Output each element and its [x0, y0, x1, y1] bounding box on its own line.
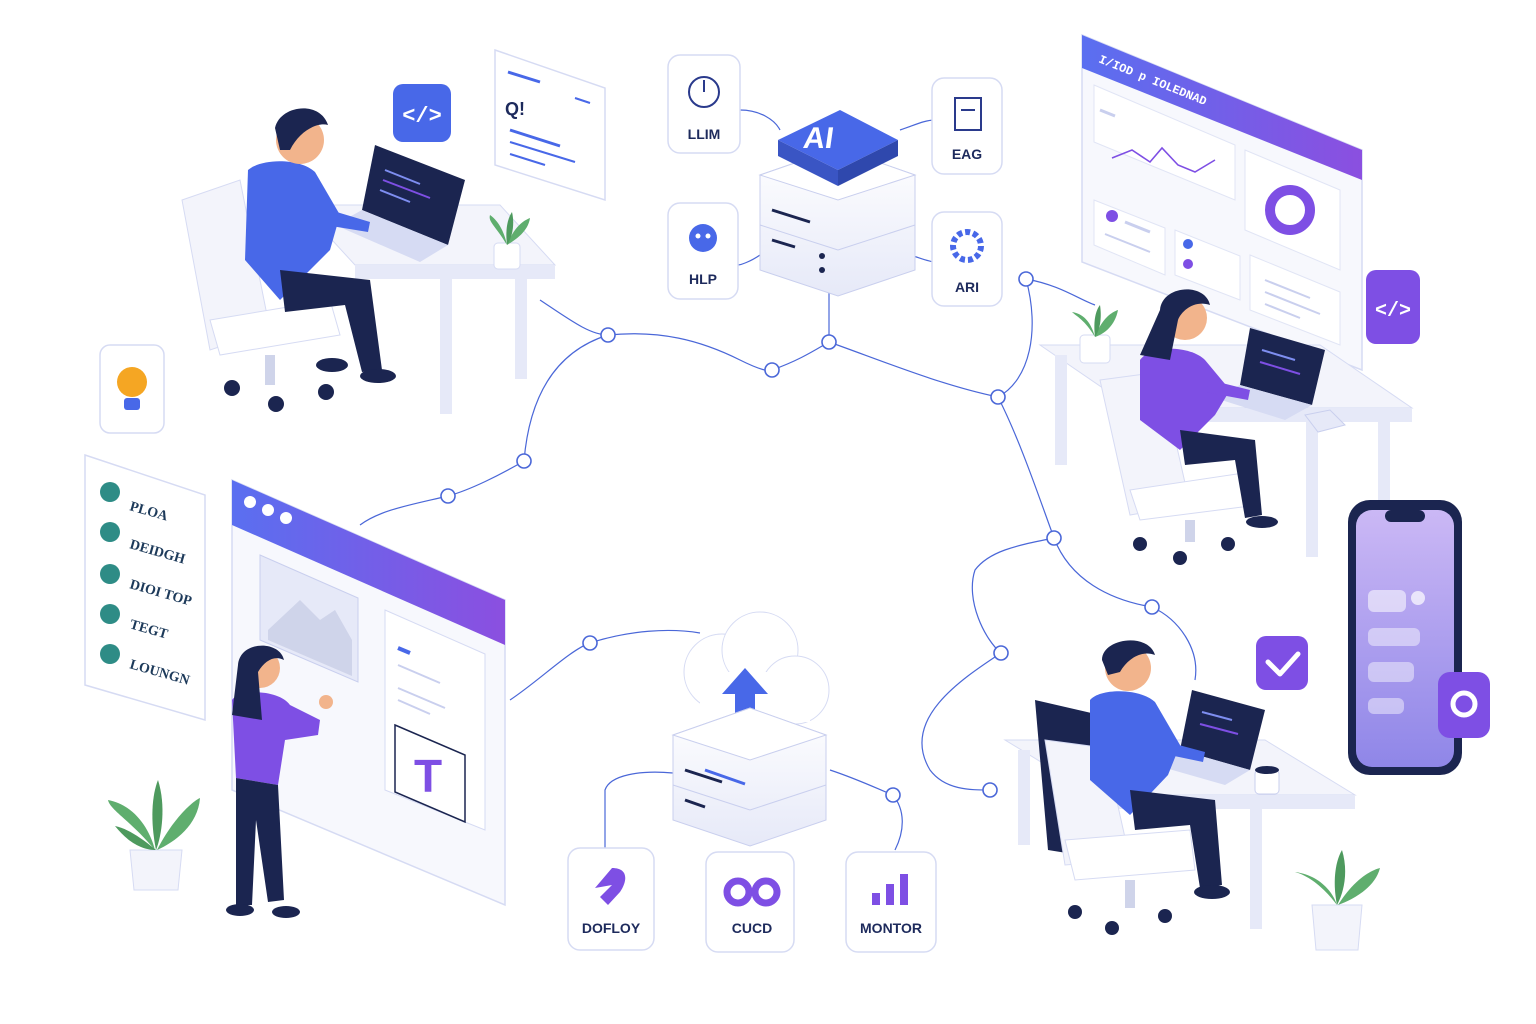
analytics-dashboard: I/IOD p IOLEDNAD </> [1081, 33, 1420, 372]
developer-workstation-right [1038, 289, 1414, 565]
loop-icon [1438, 672, 1490, 738]
step-icon [100, 604, 120, 624]
network-node [821, 334, 837, 350]
bar-chart-icon [872, 874, 908, 905]
design-canvas-window: T [108, 478, 506, 918]
deploy-tool-label: CUCD [732, 920, 772, 936]
network-node [1046, 530, 1062, 546]
code-icon [1366, 270, 1420, 344]
checkmark-icon [1256, 636, 1308, 690]
network-node [1144, 599, 1160, 615]
ai-service-label: EAG [952, 146, 982, 162]
network-node [516, 453, 532, 469]
mobile-app-mockup [1348, 500, 1490, 775]
plant-icon [1072, 305, 1118, 364]
step-icon [100, 482, 120, 502]
window-dot [244, 496, 256, 508]
code-note-card: Q! [494, 48, 606, 202]
plant-icon [108, 780, 200, 891]
step-icon [100, 644, 120, 664]
svg-text:</>: </> [402, 104, 442, 129]
trend-line [1111, 146, 1216, 173]
workflow-list-panel: PLOA DEIDGH DIOI TOP TEGT LOUNGN [84, 453, 206, 721]
ai-service-label: LLIM [688, 126, 721, 142]
text-tool-icon[interactable] [394, 723, 466, 824]
gear-icon [950, 229, 984, 263]
window-dot [280, 512, 292, 524]
plant-icon [489, 212, 530, 270]
network-node [582, 635, 598, 651]
step-icon [100, 564, 120, 584]
donut-chart-icon [1265, 185, 1315, 235]
step-icon [100, 522, 120, 542]
plant-icon [1295, 850, 1380, 951]
developer-workstation-top-left: </> Q! [181, 48, 606, 414]
document-icon [954, 97, 982, 131]
infinity-icon [723, 877, 781, 907]
code-note-heading: Q! [505, 99, 525, 119]
network-node [1018, 271, 1034, 287]
network-node [600, 327, 616, 343]
svg-text:</>: </> [1375, 300, 1411, 323]
deploy-tool-label: MONTOR [860, 920, 922, 936]
deploy-tool-card[interactable]: CUCD [705, 851, 795, 953]
rocket-icon [595, 868, 626, 905]
deploy-tool-card[interactable]: DOFLOY [567, 847, 655, 951]
network-node [993, 645, 1009, 661]
deploy-tool-card[interactable]: MONTOR [845, 851, 937, 953]
ai-hub: AI LLIM EAG HLP ARI [667, 54, 1003, 307]
cloud-upload-icon [683, 611, 830, 730]
network-node [440, 488, 456, 504]
ai-badge-text: AI [801, 122, 836, 155]
developer-workstation-bottom-right [1003, 636, 1380, 951]
ai-service-card[interactable]: ARI [931, 211, 1003, 307]
network-node [764, 362, 780, 378]
network-node [885, 787, 901, 803]
code-icon [393, 84, 451, 142]
gauge-icon [688, 76, 720, 108]
ai-service-label: ARI [955, 279, 979, 295]
text-tool-glyph: T [414, 750, 442, 802]
ai-service-card[interactable]: LLIM [667, 54, 741, 154]
idea-card [99, 344, 165, 434]
ai-service-card[interactable]: EAG [931, 77, 1003, 175]
ai-service-card[interactable]: HLP [667, 202, 739, 300]
deploy-hub: DOFLOY CUCD MONTOR [567, 611, 937, 953]
ai-service-label: HLP [689, 271, 717, 287]
phone-notch [1385, 510, 1425, 522]
network-node [990, 389, 1006, 405]
lightbulb-icon [117, 367, 147, 397]
window-dot [262, 504, 274, 516]
face-icon [689, 224, 717, 252]
network-node [982, 782, 998, 798]
deploy-tool-label: DOFLOY [582, 920, 641, 936]
